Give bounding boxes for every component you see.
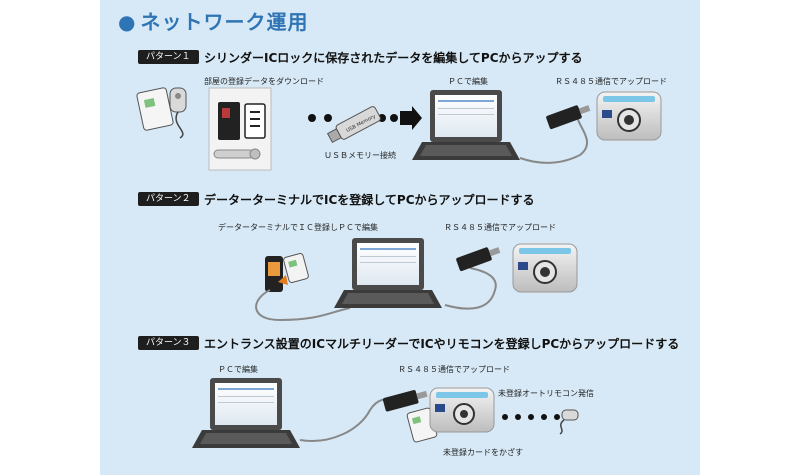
- title-text: ネットワーク運用: [140, 10, 309, 34]
- arrow-right-icon: [400, 106, 422, 130]
- pattern-3-remote-label: 未登録オートリモコン発信: [498, 389, 594, 398]
- pattern-3-heading: エントランス設置のICマルチリーダーでICやリモコンを登録しPCからアップロード…: [204, 337, 680, 351]
- pattern-1-pc-edit-label: ＰＣで編集: [448, 77, 488, 86]
- diagram-illustrations: USB Memory: [136, 87, 662, 448]
- rs485-converter-icon: [546, 105, 591, 130]
- pattern-3-card-label: 未登録カードをかざす: [443, 448, 523, 457]
- ic-multi-reader-icon: [429, 387, 495, 433]
- pattern-2-heading: データーターミナルでICを登録してPCからアップロードする: [204, 193, 535, 207]
- pattern-2-badge: パターン２: [138, 192, 199, 206]
- pattern-3-badge: パターン３: [138, 336, 199, 350]
- usb-memory-icon: USB Memory: [326, 106, 381, 144]
- pattern-3-rs485-label: ＲＳ４８５通信でアップロード: [398, 365, 510, 374]
- laptop-icon: [192, 378, 300, 448]
- pattern-3-pc-edit-label: ＰＣで編集: [218, 365, 258, 374]
- pattern-1-download-label: 部屋の登録データをダウンロード: [204, 77, 324, 86]
- ic-card-icon: [136, 87, 174, 131]
- laptop-icon: [334, 238, 442, 308]
- ic-lock-icon: [512, 243, 578, 293]
- remote-key-icon: [559, 409, 579, 435]
- pattern-1-heading: シリンダーICロックに保存されたデータを編集してPCからアップする: [204, 51, 583, 65]
- ic-lock-icon: [596, 91, 662, 141]
- pattern-1-rs485-label: ＲＳ４８５通信でアップロード: [555, 77, 667, 86]
- bullet-icon: ●: [118, 10, 137, 34]
- pattern-2-rs485-label: ＲＳ４８５通信でアップロード: [444, 223, 556, 232]
- pattern-1-usb-label: ＵＳＢメモリー接続: [324, 151, 396, 160]
- ic-card-icon: [406, 407, 438, 443]
- sequence-dots: [308, 114, 398, 122]
- laptop-icon: [412, 90, 520, 160]
- door-lock-photo: [208, 87, 272, 171]
- sequence-dots: [502, 414, 560, 420]
- rs485-converter-icon: [382, 390, 428, 412]
- key-fob-icon: [169, 87, 187, 139]
- rs485-converter-icon: [456, 247, 501, 272]
- pattern-2-terminal-label: データーターミナルでＩＣ登録しＰＣで編集: [218, 223, 378, 232]
- network-operation-panel: USB Memory: [100, 0, 700, 475]
- page-title: ●ネットワーク運用: [118, 6, 308, 35]
- pattern-1-badge: パターン１: [138, 50, 199, 64]
- handheld-terminal-icon: [265, 253, 309, 292]
